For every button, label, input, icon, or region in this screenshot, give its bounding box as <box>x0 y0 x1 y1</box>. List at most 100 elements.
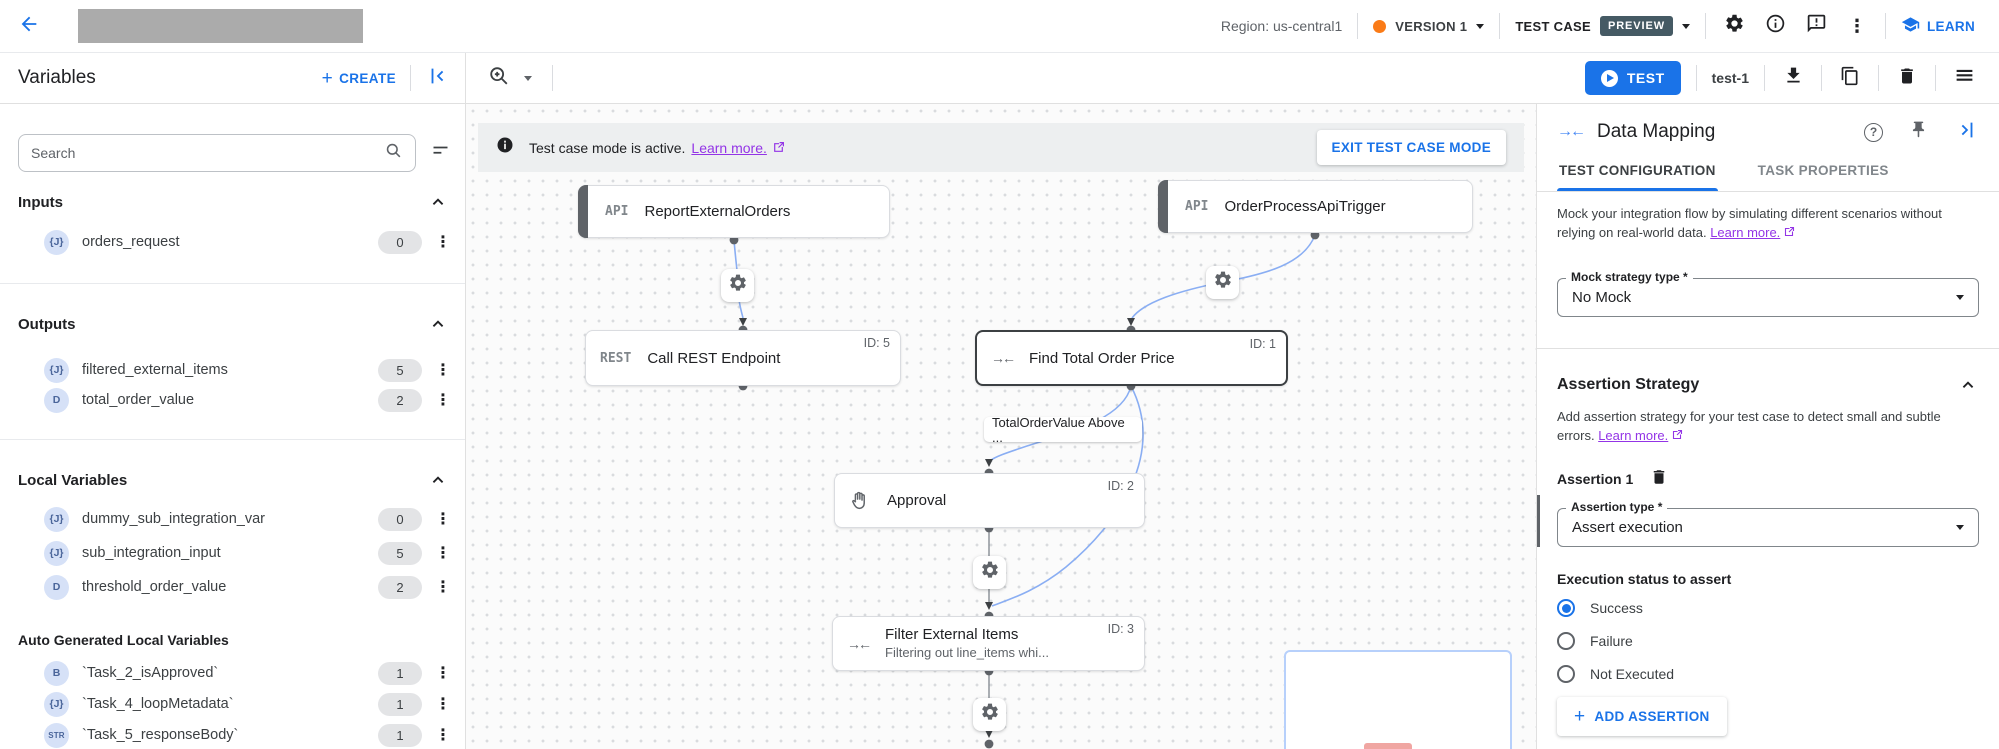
variables-panel: Inputs {J} orders_request 0 ⋮ Outputs {J… <box>0 104 466 749</box>
node-call-rest-endpoint[interactable]: REST Call REST Endpoint ID: 5 <box>585 330 901 386</box>
tab-task-properties[interactable]: TASK PROPERTIES <box>1757 163 1889 178</box>
edge-mock-config-button[interactable] <box>721 269 754 302</box>
node-approval[interactable]: Approval ID: 2 <box>834 473 1145 528</box>
section-header-inputs[interactable]: Inputs <box>18 192 449 212</box>
kebab-menu-icon[interactable]: ⋮ <box>435 579 451 596</box>
pin-button[interactable] <box>1905 119 1931 145</box>
help-icon[interactable]: ? <box>1864 122 1883 142</box>
collapse-panel-button[interactable] <box>425 65 451 91</box>
gear-icon <box>980 560 1000 585</box>
chevron-up-icon[interactable] <box>1957 374 1979 396</box>
test-toolbar: TEST test-1 <box>1584 53 1999 103</box>
version-selector[interactable]: VERSION 1 <box>1373 19 1485 34</box>
kebab-menu-icon[interactable]: ⋮ <box>435 696 451 713</box>
test-case-selector[interactable]: TEST CASE PREVIEW <box>1515 16 1690 36</box>
duplicate-button[interactable] <box>1837 65 1863 91</box>
kebab-menu-icon[interactable]: ⋮ <box>435 665 451 682</box>
chevron-down-icon <box>1956 525 1964 531</box>
feedback-button[interactable] <box>1803 13 1829 39</box>
sort-button[interactable] <box>427 140 453 166</box>
radio-option-not-executed[interactable]: Not Executed <box>1557 662 1979 686</box>
variable-row[interactable]: {J} dummy_sub_integration_var 0 ⋮ <box>44 505 451 533</box>
field-label: Assertion type * <box>1566 500 1668 515</box>
chevron-down-icon[interactable] <box>524 75 532 81</box>
data-mapping-icon: →← <box>847 635 872 652</box>
divider <box>1878 65 1879 91</box>
chevron-up-icon[interactable] <box>427 191 449 213</box>
kebab-menu-icon[interactable]: ⋮ <box>435 727 451 744</box>
mock-strategy-select[interactable]: Mock strategy type * No Mock <box>1557 269 1979 317</box>
node-title: Find Total Order Price <box>1029 349 1175 367</box>
learn-link[interactable]: LEARN <box>1901 15 1975 37</box>
radio-option-failure[interactable]: Failure <box>1557 629 1979 653</box>
settings-button[interactable] <box>1721 13 1747 39</box>
variable-name: total_order_value <box>82 392 195 408</box>
variable-row[interactable]: D total_order_value 2 ⋮ <box>44 386 451 414</box>
kebab-menu-icon[interactable]: ⋮ <box>435 511 451 528</box>
usage-count-badge: 2 <box>378 388 422 412</box>
edge-mock-config-button[interactable] <box>973 698 1006 731</box>
variable-row[interactable]: D threshold_order_value 2 ⋮ <box>44 573 451 601</box>
kebab-menu-icon[interactable]: ⋮ <box>435 234 451 251</box>
search-icon <box>384 141 403 165</box>
kebab-menu-icon[interactable]: ⋮ <box>435 392 451 409</box>
collapse-panel-button[interactable] <box>1953 119 1979 145</box>
data-mapping-icon: →← <box>1557 123 1586 140</box>
delete-assertion-button[interactable] <box>1649 469 1669 489</box>
external-link-icon <box>772 141 785 154</box>
chevron-up-icon[interactable] <box>427 469 449 491</box>
banner-learn-more-link[interactable]: Learn more. <box>691 139 767 156</box>
node-find-total-order-price[interactable]: →← Find Total Order Price ID: 1 <box>975 330 1288 386</box>
assertion-learn-more-link[interactable]: Learn more. <box>1598 427 1669 443</box>
mock-learn-more-link[interactable]: Learn more. <box>1710 224 1781 240</box>
edge-mock-config-button[interactable] <box>1206 266 1239 299</box>
variable-row[interactable]: {J} filtered_external_items 5 ⋮ <box>44 356 451 384</box>
node-report-external-orders[interactable]: API ReportExternalOrders <box>578 185 890 238</box>
zoom-tool-button[interactable] <box>486 65 512 91</box>
json-type-icon: {J} <box>44 691 69 717</box>
radio-unselected-icon <box>1557 665 1575 684</box>
test-button[interactable]: TEST <box>1584 61 1681 95</box>
chevron-up-icon[interactable] <box>427 313 449 335</box>
variable-row[interactable]: B `Task_2_isApproved` 1 ⋮ <box>44 660 451 686</box>
collapse-right-icon <box>1955 119 1977 146</box>
info-button[interactable] <box>1762 13 1788 39</box>
assertion-type-select[interactable]: Assertion type * Assert execution <box>1557 500 1979 548</box>
variable-name: `Task_2_isApproved` <box>82 665 219 681</box>
exit-test-case-mode-button[interactable]: EXIT TEST CASE MODE <box>1316 130 1506 165</box>
node-order-process-api-trigger[interactable]: API OrderProcessApiTrigger <box>1158 180 1473 233</box>
gear-icon <box>728 273 748 298</box>
plus-icon: + <box>1574 706 1586 728</box>
variable-row[interactable]: {J} `Task_4_loopMetadata` 1 ⋮ <box>44 691 451 717</box>
tab-test-configuration[interactable]: TEST CONFIGURATION <box>1557 152 1718 191</box>
add-assertion-button[interactable]: + ADD ASSERTION <box>1557 697 1727 737</box>
section-header-local-variables[interactable]: Local Variables <box>18 470 449 490</box>
edge-mock-config-button[interactable] <box>973 556 1006 589</box>
back-button[interactable] <box>18 13 40 40</box>
radio-option-success[interactable]: Success <box>1557 596 1979 620</box>
flow-canvas[interactable]: Test case mode is active. Learn more. EX… <box>466 104 1536 749</box>
more-options-button[interactable]: ⋮ <box>1844 13 1870 39</box>
learn-label: LEARN <box>1927 18 1975 34</box>
divider <box>1499 13 1501 39</box>
variable-row[interactable]: {J} orders_request 0 ⋮ <box>44 228 451 256</box>
create-variable-button[interactable]: + CREATE <box>322 69 396 88</box>
test-case-list-button[interactable] <box>1951 65 1977 91</box>
string-type-icon: STR <box>44 722 69 748</box>
node-filter-external-items[interactable]: →← Filter External Items Filtering out l… <box>832 616 1145 671</box>
node-title: OrderProcessApiTrigger <box>1224 198 1386 215</box>
json-type-icon: {J} <box>44 357 69 383</box>
node-subtitle: Filtering out line_items whi... <box>885 644 1050 660</box>
delete-test-case-button[interactable] <box>1894 65 1920 91</box>
kebab-menu-icon[interactable]: ⋮ <box>435 362 451 379</box>
download-button[interactable] <box>1780 65 1806 91</box>
search-input[interactable] <box>31 145 384 161</box>
variable-row[interactable]: {J} sub_integration_input 5 ⋮ <box>44 539 451 567</box>
variable-row[interactable]: STR `Task_5_responseBody` 1 ⋮ <box>44 722 451 748</box>
divider <box>1705 13 1706 39</box>
scrollbar-thumb[interactable] <box>1537 495 1540 547</box>
divider <box>1935 65 1936 91</box>
section-header-outputs[interactable]: Outputs <box>18 314 449 334</box>
kebab-menu-icon[interactable]: ⋮ <box>435 545 451 562</box>
json-type-icon: {J} <box>44 229 69 255</box>
